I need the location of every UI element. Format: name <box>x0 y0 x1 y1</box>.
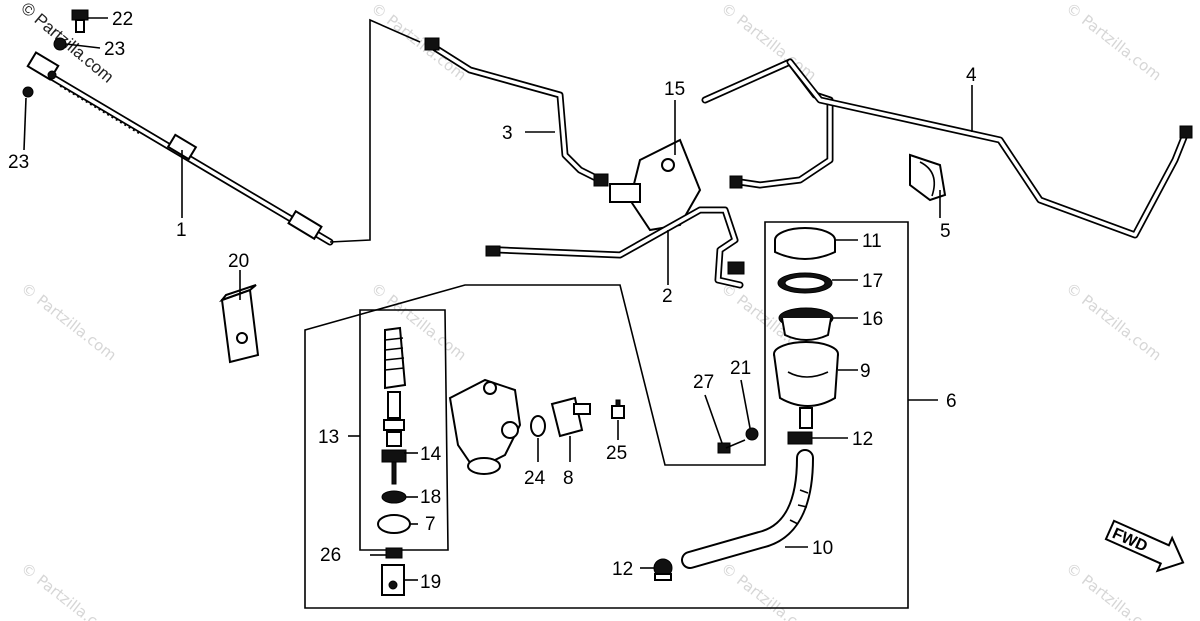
callout-15: 15 <box>664 79 685 100</box>
callout-26: 26 <box>320 545 341 566</box>
nut-part-26 <box>385 547 403 559</box>
master-cylinder-body <box>448 378 522 475</box>
leader-line <box>329 18 421 243</box>
piston-set-part-13 <box>381 326 407 485</box>
cup-part-18 <box>381 490 407 504</box>
forward-arrow-icon: FWD <box>1104 519 1185 573</box>
callout-17: 17 <box>862 271 883 292</box>
callout-11: 11 <box>862 231 882 252</box>
callout-3: 3 <box>502 123 513 144</box>
joint-part-8 <box>550 396 591 438</box>
bolt-part-22 <box>71 9 89 33</box>
callout-22: 22 <box>112 9 133 30</box>
reservoir-cap-part-11 <box>774 227 836 260</box>
callout-7: 7 <box>425 514 436 535</box>
clevis-part-19 <box>381 564 405 596</box>
brake-pipe-2 <box>485 206 745 289</box>
callouts: 1 2 3 4 5 6 7 8 9 10 11 12 12 13 14 15 1… <box>8 9 977 593</box>
watermark-tiles: © Partzilla.com © Partzilla.com © Partzi… <box>18 0 1165 621</box>
watermark-tile: © Partzilla.com <box>1063 279 1165 364</box>
callout-24: 24 <box>524 468 546 489</box>
watermark-tile: © Partzilla.com <box>368 279 470 364</box>
callout-23: 23 <box>104 39 125 60</box>
callout-18: 18 <box>420 487 441 508</box>
callout-19: 19 <box>420 572 441 593</box>
seat-part-7 <box>377 514 411 534</box>
callout-20: 20 <box>228 251 249 272</box>
oring-part-24 <box>530 415 546 437</box>
callout-13: 13 <box>318 427 339 448</box>
hose-part-10 <box>681 449 814 569</box>
clamp-part-5 <box>909 153 947 202</box>
callout-10: 10 <box>812 538 833 559</box>
callout-14: 14 <box>420 444 442 465</box>
callout-16: 16 <box>862 309 883 330</box>
clip-part-12 <box>787 431 813 445</box>
callout-8: 8 <box>563 468 574 489</box>
callout-2: 2 <box>662 286 673 307</box>
callout-4: 4 <box>966 65 977 86</box>
callout-23-lower: 23 <box>8 152 29 173</box>
copyright-watermark: © Partzilla.com <box>17 0 117 87</box>
brake-pipe-4 <box>701 58 1193 239</box>
watermark-tile: © Partzilla.com <box>1063 559 1165 621</box>
brake-hose-part <box>26 51 334 246</box>
washer-part-21 <box>745 427 759 441</box>
callout-1: 1 <box>176 220 187 241</box>
watermark-tile: © Partzilla.com <box>18 279 120 364</box>
callout-21: 21 <box>730 358 751 379</box>
leader-lines <box>23 17 973 581</box>
callout-12-lower: 12 <box>612 559 633 580</box>
watermark-tile: © Partzilla.com <box>718 559 820 621</box>
diaphragm-part-16 <box>778 307 834 341</box>
callout-12: 12 <box>852 429 873 450</box>
reservoir-part-9 <box>773 341 839 429</box>
callout-25: 25 <box>606 443 627 464</box>
bleeder-part-25 <box>611 399 625 419</box>
assembly-outline <box>304 221 909 609</box>
washer-part-23-lower <box>22 86 34 98</box>
callout-9: 9 <box>860 361 871 382</box>
joint-part-15 <box>609 138 702 232</box>
screw-part-27 <box>717 439 746 454</box>
callout-5: 5 <box>940 221 951 242</box>
washer-part-23 <box>53 37 67 51</box>
callout-27: 27 <box>693 372 714 393</box>
brake-pipe-3 <box>424 37 609 187</box>
clip-part-12-lower <box>653 558 673 581</box>
watermark-tile: © Partzilla.com <box>1063 0 1165 84</box>
callout-6: 6 <box>946 391 957 412</box>
watermark-tile: © Partzilla.com <box>18 559 120 621</box>
plate-part-17-inner <box>784 276 826 290</box>
